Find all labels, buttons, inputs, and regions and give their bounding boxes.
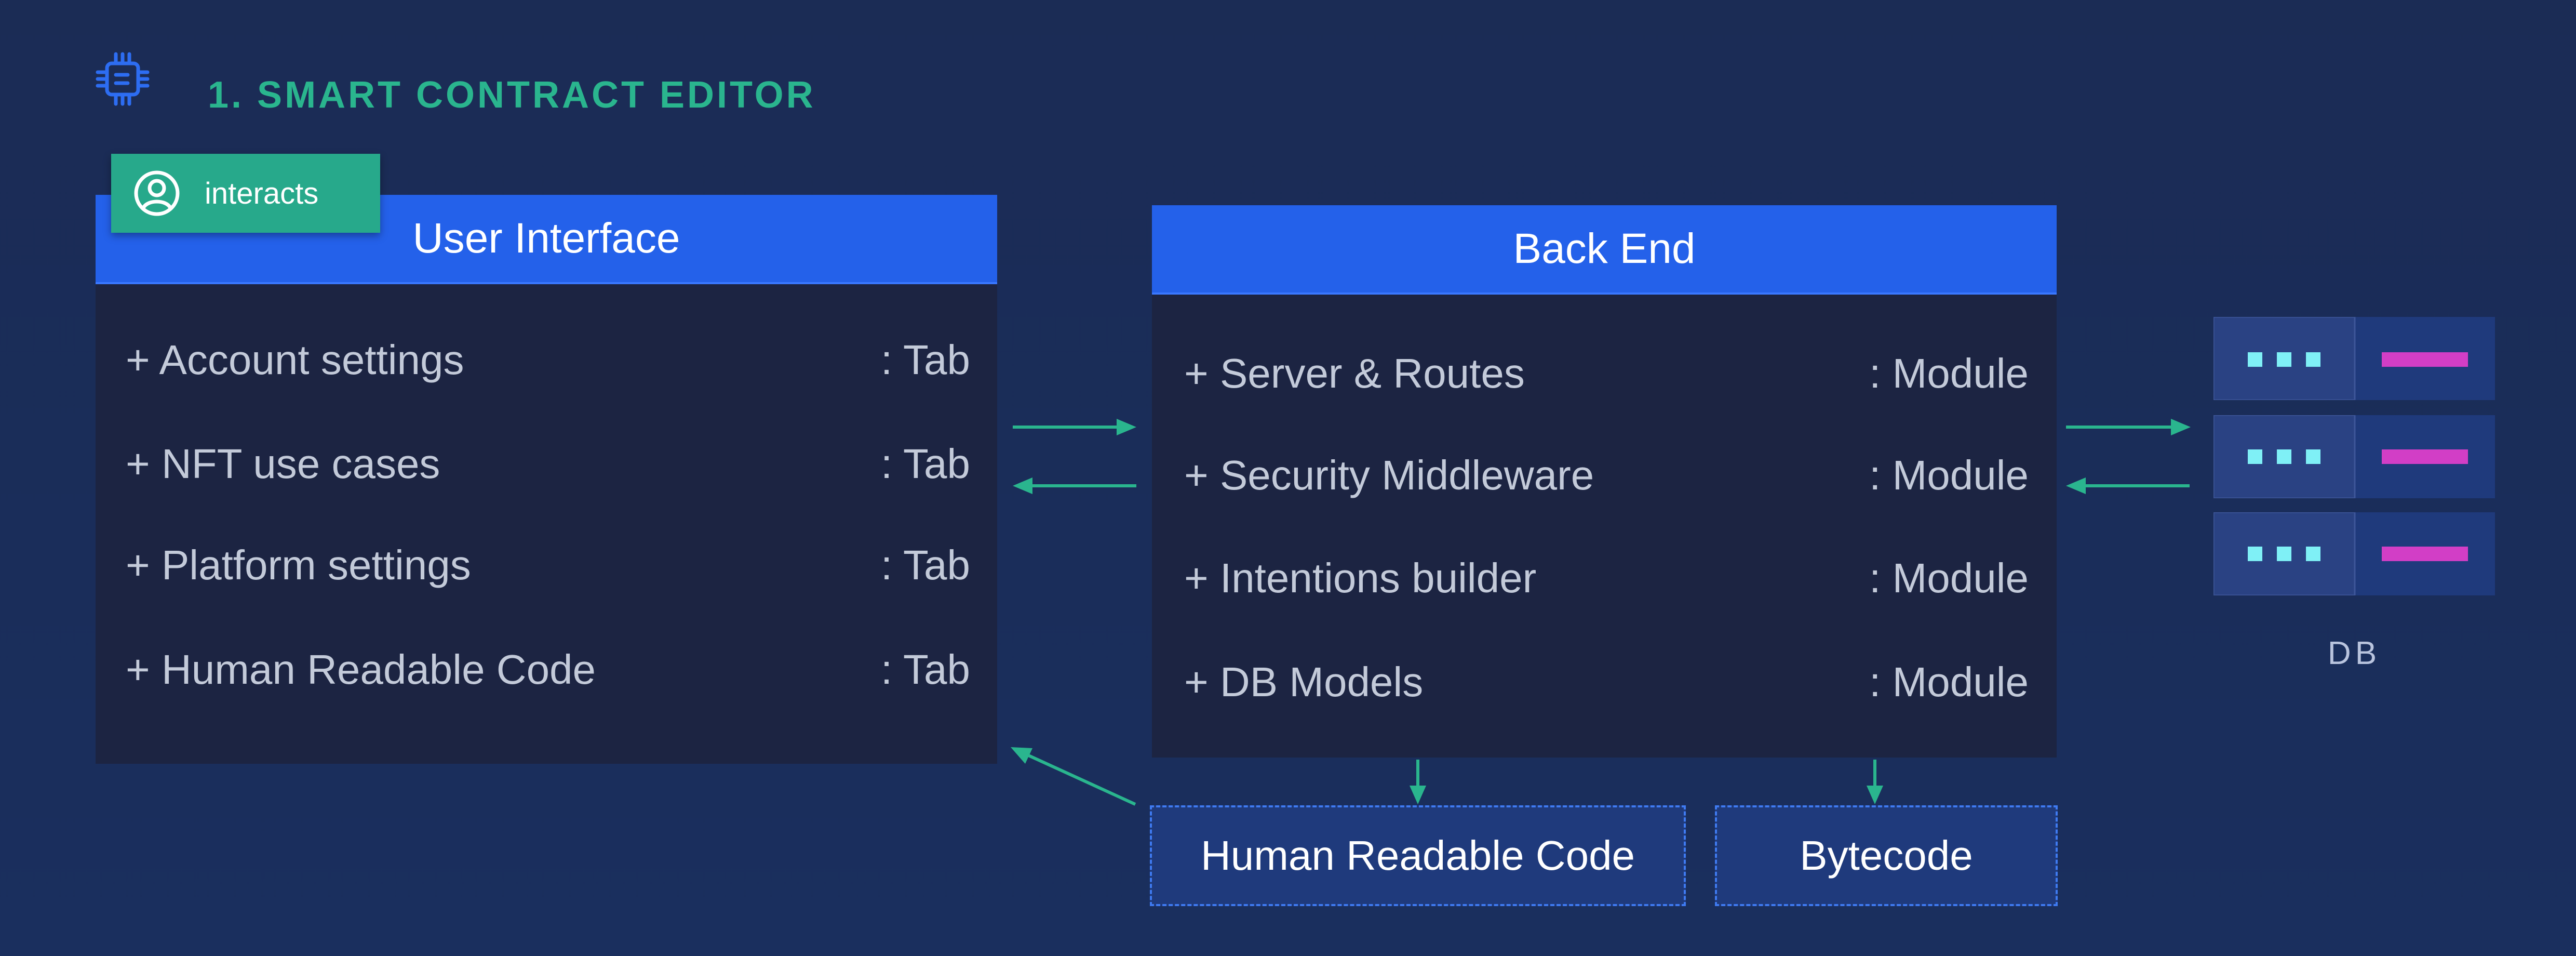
row-label: + Account settings bbox=[126, 337, 464, 383]
be-row-db-models: + DB Models : Module bbox=[1184, 654, 2029, 711]
ui-row-account-settings: + Account settings : Tab bbox=[126, 331, 970, 389]
arrowhead bbox=[1867, 786, 1883, 804]
row-type: : Tab bbox=[881, 542, 970, 588]
ui-row-nft-use-cases: + NFT use cases : Tab bbox=[126, 435, 970, 493]
arrowhead bbox=[1013, 477, 1032, 494]
row-label: + Server & Routes bbox=[1184, 350, 1525, 396]
row-label: + DB Models bbox=[1184, 659, 1424, 705]
row-type: : Tab bbox=[881, 646, 970, 693]
row-label: + Platform settings bbox=[126, 542, 471, 588]
arrowhead bbox=[2171, 419, 2191, 435]
be-row-intentions-builder: + Intentions builder : Module bbox=[1184, 550, 2029, 607]
db-label: DB bbox=[2327, 635, 2381, 671]
arrowhead bbox=[1117, 419, 1136, 435]
be-row-security-middleware: + Security Middleware : Module bbox=[1184, 447, 2029, 504]
row-type: : Tab bbox=[881, 441, 970, 487]
row-type: : Module bbox=[1869, 659, 2029, 705]
row-label: + NFT use cases bbox=[126, 441, 440, 487]
interacts-label: interacts bbox=[205, 176, 319, 210]
row-type: : Tab bbox=[881, 337, 970, 383]
back-end-header: Back End bbox=[1152, 205, 2057, 295]
user-interface-box: User Interface bbox=[96, 195, 997, 764]
arrowhead bbox=[1410, 786, 1426, 804]
bytecode-output: Bytecode bbox=[1715, 805, 2058, 906]
row-label: + Intentions builder bbox=[1184, 555, 1537, 601]
hrc-to-ui-arrow bbox=[1025, 753, 1136, 806]
chip-icon bbox=[96, 52, 150, 106]
interacts-tag: interacts bbox=[111, 154, 380, 233]
back-end-box: Back End bbox=[1152, 205, 2057, 758]
row-type: : Module bbox=[1869, 350, 2029, 396]
be-row-server-routes: + Server & Routes : Module bbox=[1184, 345, 2029, 402]
row-label: + Human Readable Code bbox=[126, 646, 596, 693]
row-label: + Security Middleware bbox=[1184, 452, 1594, 498]
db-server-2 bbox=[2213, 415, 2495, 498]
db-server-3 bbox=[2213, 512, 2495, 595]
arrowhead bbox=[2066, 477, 2086, 494]
diagram-title: 1. SMART CONTRACT EDITOR bbox=[208, 74, 816, 116]
row-type: : Module bbox=[1869, 555, 2029, 601]
user-circle-icon bbox=[134, 170, 180, 216]
arrowhead bbox=[1011, 747, 1032, 764]
ui-row-platform-settings: + Platform settings : Tab bbox=[126, 537, 970, 594]
row-type: : Module bbox=[1869, 452, 2029, 498]
db-server-1 bbox=[2213, 317, 2495, 400]
ui-row-human-readable-code: + Human Readable Code : Tab bbox=[126, 641, 970, 698]
human-readable-code-output: Human Readable Code bbox=[1150, 805, 1686, 906]
